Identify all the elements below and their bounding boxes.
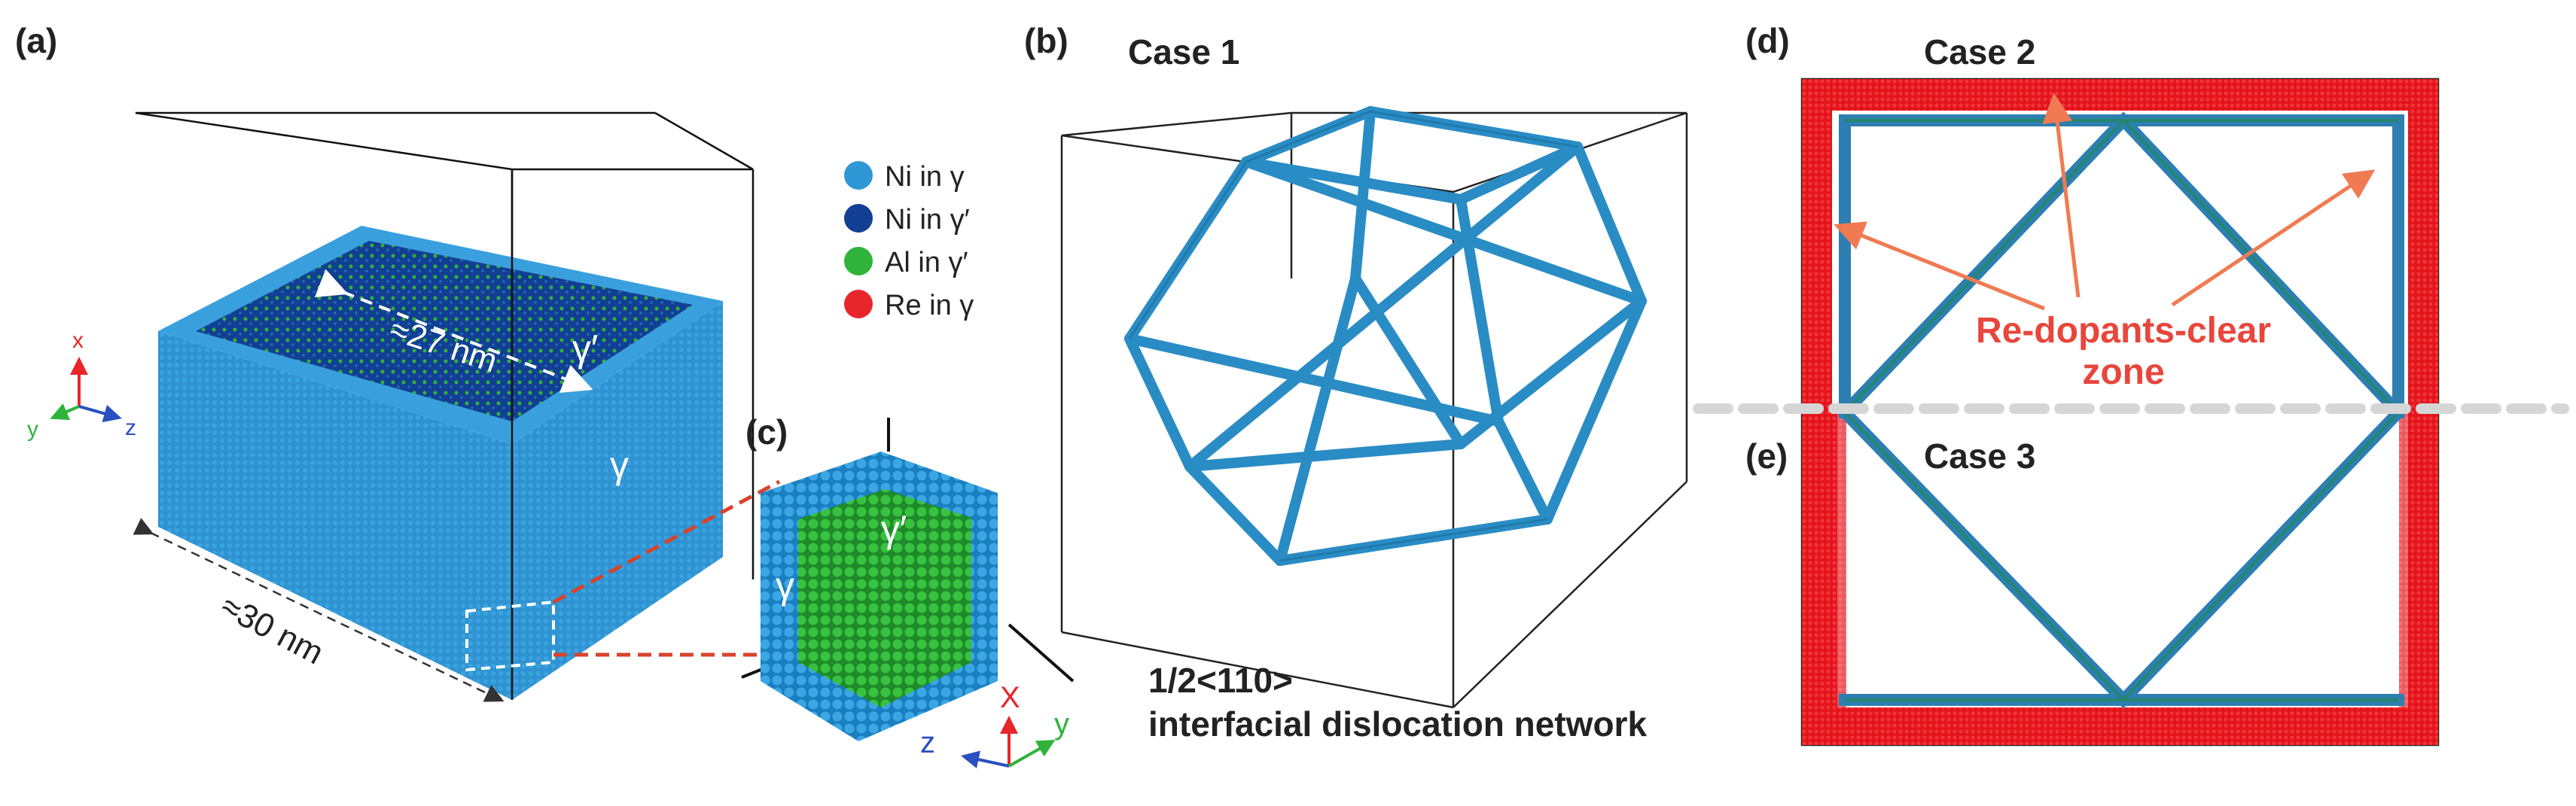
- gamma-slab-side: [512, 301, 723, 700]
- axes-triad-a: x y z: [27, 328, 136, 442]
- panel-label-b: (b): [1024, 21, 1069, 60]
- dimension-arrow-30nm: [133, 518, 505, 702]
- panel-d-e: (d) Case 2: [1693, 21, 2569, 747]
- case-1-label: Case 1: [1128, 32, 1239, 71]
- legend: Ni in γ Ni in γ′ Al in γ′ Re in γ: [844, 161, 974, 321]
- annotation-line-1: Re-dopants-clear: [1976, 311, 2271, 351]
- case-2-red-border: [1802, 79, 2438, 414]
- label-gamma-prime-a: γ′: [572, 327, 598, 370]
- axis-x-c: X: [1000, 681, 1020, 714]
- cube-core-top: [798, 489, 971, 549]
- axis-y-a: y: [27, 417, 38, 442]
- legend-item-ni-gamma-prime: Ni in γ′: [844, 204, 970, 236]
- panel-b: (b) Case 1: [1024, 21, 1688, 744]
- legend-item-re-gamma: Re in γ: [844, 290, 974, 321]
- panel-label-c: (c): [745, 412, 788, 452]
- case-3-label: Case 3: [1924, 436, 2035, 476]
- dimension-arrow-27nm: [314, 269, 593, 393]
- caption-line-2: interfacial dislocation network: [1148, 704, 1647, 744]
- legend-item-al-gamma-prime: Al in γ′: [844, 247, 968, 278]
- svg-text:Al in γ′: Al in γ′: [885, 247, 968, 278]
- axis-z-a: z: [125, 415, 136, 440]
- panel-label-a: (a): [15, 21, 57, 60]
- axis-x-a: x: [72, 328, 84, 353]
- label-gamma-a: γ: [610, 444, 629, 486]
- svg-text:Re in γ: Re in γ: [885, 290, 974, 321]
- cube-core-side: [881, 518, 971, 707]
- annotation-arrows: [1834, 93, 2376, 311]
- caption-line-1: 1/2<110>: [1148, 661, 1293, 700]
- case-3-red-region: [1802, 412, 2438, 745]
- svg-text:Ni in γ: Ni in γ: [885, 161, 965, 193]
- axes-triad-c: X z y: [920, 681, 1069, 768]
- dislocation-network: [1124, 106, 1647, 566]
- cube-core-front: [798, 519, 881, 707]
- panel-label-e: (e): [1745, 436, 1788, 476]
- case-2-label: Case 2: [1924, 32, 2035, 71]
- panel-a: (a) ≈27 nm γ′ γ ≈30 nm: [15, 21, 755, 702]
- axis-z-c: z: [920, 726, 935, 759]
- label-gamma-c: γ: [776, 564, 794, 607]
- annotation-line-2: zone: [2082, 352, 2164, 392]
- label-gamma-prime-c: γ′: [881, 508, 907, 550]
- panel-label-d: (d): [1745, 21, 1790, 60]
- legend-item-ni-gamma: Ni in γ: [844, 161, 965, 193]
- zoom-connector-top: [552, 479, 781, 604]
- axis-y-c: y: [1054, 707, 1069, 741]
- svg-text:Ni in γ′: Ni in γ′: [885, 204, 970, 236]
- panel-c: (c) γ′ γ X z y: [552, 412, 1075, 768]
